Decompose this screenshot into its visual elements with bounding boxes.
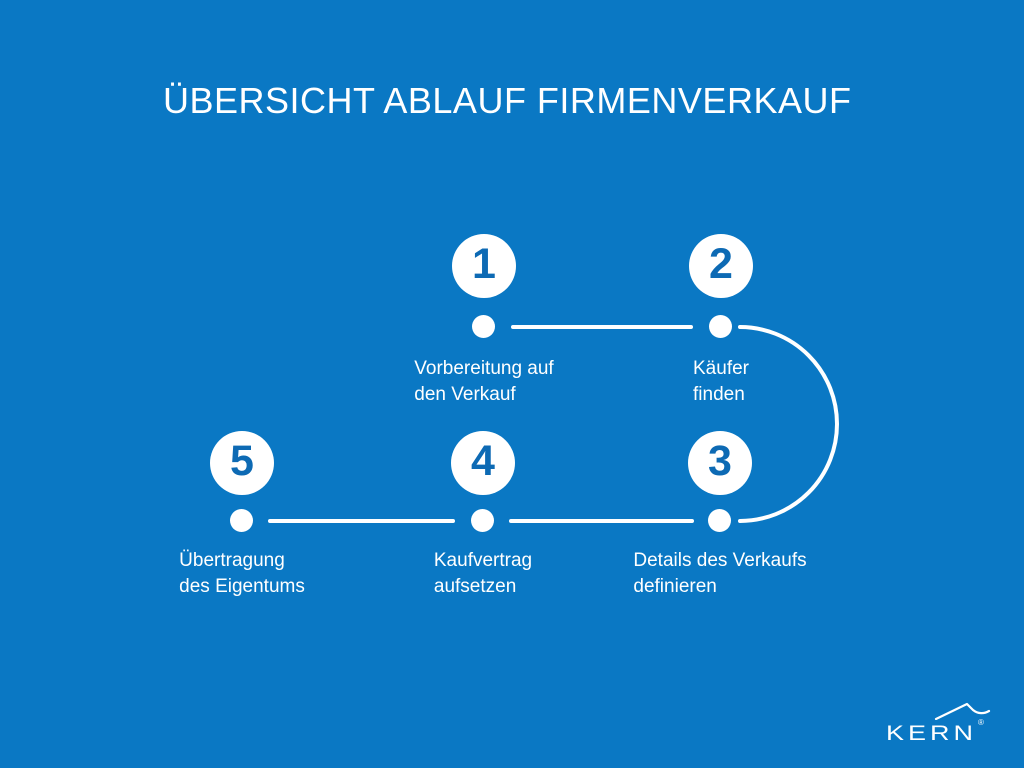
- step-number-3: 3: [708, 437, 732, 485]
- step-label-3-line2: definieren: [633, 576, 717, 597]
- step-label-2-line1: Käufer: [693, 358, 749, 379]
- step-circle-5: 5: [210, 431, 274, 495]
- step-label-3: Details des Verkaufs definieren: [633, 548, 806, 600]
- step-label-3-line1: Details des Verkaufs: [633, 550, 807, 571]
- step-label-4-line2: aufsetzen: [433, 576, 517, 597]
- registered-trademark-icon: ®: [978, 718, 984, 727]
- step-label-4: Kaufvertrag aufsetzen: [434, 548, 532, 600]
- step-number-4: 4: [471, 437, 495, 485]
- step-dot-4: [471, 509, 494, 532]
- step-circle-1: 1: [452, 234, 516, 298]
- step-label-5-line2: des Eigentums: [179, 576, 305, 597]
- step-label-2-line2: finden: [693, 384, 745, 405]
- step-dot-5: [230, 509, 253, 532]
- connector-line-5-4: [268, 519, 455, 523]
- step-label-1-line2: den Verkauf: [414, 384, 516, 405]
- step-label-1-line1: Vorbereitung auf: [414, 358, 554, 379]
- step-number-5: 5: [230, 437, 254, 485]
- step-label-5-line1: Übertragung: [179, 550, 285, 571]
- step-label-5: Übertragung des Eigentums: [179, 548, 305, 600]
- step-circle-3: 3: [688, 431, 752, 495]
- connector-line-4-3: [509, 519, 694, 523]
- step-label-1: Vorbereitung auf den Verkauf: [414, 356, 553, 408]
- step-dot-1: [472, 315, 495, 338]
- connector-line-1-2: [511, 325, 693, 329]
- step-circle-4: 4: [451, 431, 515, 495]
- kern-logo-text: KERN: [886, 721, 978, 745]
- kern-logo: KERN ®: [886, 702, 1000, 746]
- step-dot-2: [709, 315, 732, 338]
- step-number-1: 1: [472, 240, 496, 288]
- page-title: ÜBERSICHT ABLAUF FIRMENVERKAUF: [163, 80, 852, 121]
- step-label-2: Käufer finden: [693, 356, 749, 408]
- step-number-2: 2: [709, 240, 733, 288]
- step-dot-3: [708, 509, 731, 532]
- step-label-4-line1: Kaufvertrag: [433, 550, 533, 571]
- step-circle-2: 2: [689, 234, 753, 298]
- kern-logo-roof-icon: [934, 702, 991, 720]
